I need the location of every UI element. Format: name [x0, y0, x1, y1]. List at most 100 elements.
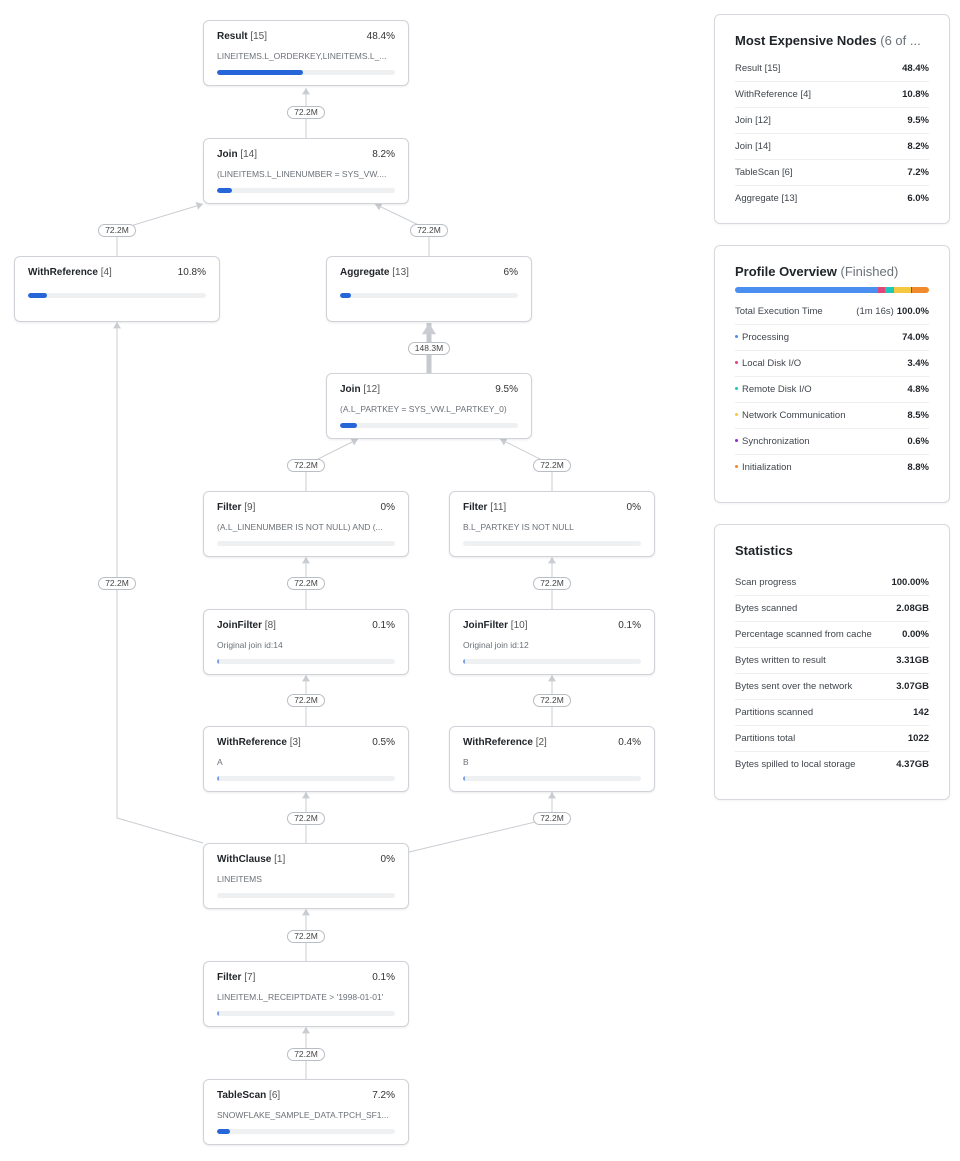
- operator-cost-bar: [340, 293, 518, 298]
- operator-id: [6]: [266, 1090, 281, 1101]
- operator-node-filter-11[interactable]: Filter [11]0%B.L_PARTKEY IS NOT NULL: [449, 491, 655, 557]
- operator-node-title: JoinFilter [10]: [463, 620, 527, 632]
- operator-name: Filter: [217, 502, 242, 513]
- legend-dot-icon: [735, 412, 738, 416]
- operator-detail: (A.L_PARTKEY = SYS_VW.L_PARTKEY_0): [340, 404, 507, 414]
- expensive-node-row-label: Aggregate [13]: [735, 193, 798, 204]
- edge-row-count: 72.2M: [287, 1048, 325, 1061]
- operator-node-title: Join [12]: [340, 384, 380, 396]
- operator-node-withreference-3[interactable]: WithReference [3]0.5%A: [203, 726, 409, 792]
- operator-node-withreference-2[interactable]: WithReference [2]0.4%B: [449, 726, 655, 792]
- expensive-node-row: Join [12]9.5%: [735, 108, 929, 134]
- operator-detail: Original join id:14: [217, 640, 283, 650]
- operator-detail: (LINEITEMS.L_LINENUMBER = SYS_VW....: [217, 169, 387, 179]
- operator-node-filter-9[interactable]: Filter [9] 0% (A.L_LINENUMBER IS NOT NULL)…: [203, 491, 409, 557]
- profile-item-row-label: Processing: [735, 332, 789, 344]
- time-segment: [735, 287, 879, 293]
- operator-name: WithReference: [217, 737, 287, 748]
- most-expensive-nodes-title: Most Expensive Nodes (6 of ...: [735, 33, 929, 48]
- operator-node-join-12[interactable]: Join [12] 9.5% (A.L_PARTKEY = SYS_VW.L_PAR…: [326, 373, 532, 439]
- operator-node-filter-7[interactable]: Filter [7]0.1%LINEITEM.L_RECEIPTDATE > '…: [203, 961, 409, 1027]
- operator-node-joinfilter-10[interactable]: JoinFilter [10]0.1%Original join id:12: [449, 609, 655, 675]
- operator-cost-bar-fill: [217, 1129, 230, 1134]
- edge-row-count: 72.2M: [533, 812, 571, 825]
- operator-percent: 0%: [380, 854, 395, 865]
- profile-status: (Finished): [840, 264, 899, 279]
- operator-percent: 9.5%: [495, 384, 518, 395]
- edge-arrowhead: [302, 909, 310, 916]
- statistic-row-label: Scan progress: [735, 577, 797, 588]
- operator-node-join-14[interactable]: Join [14]8.2%(LINEITEMS.L_LINENUMBER = S…: [203, 138, 409, 204]
- operator-detail: LINEITEM.L_RECEIPTDATE > '1998-01-01': [217, 992, 384, 1002]
- legend-dot-icon: [735, 360, 738, 364]
- legend-dot-icon: [735, 386, 738, 390]
- operator-node-withreference-4[interactable]: WithReference [4]10.8%: [14, 256, 220, 322]
- edge-row-count: 72.2M: [533, 577, 571, 590]
- operator-node-aggregate-13[interactable]: Aggregate [13]6%: [326, 256, 532, 322]
- operator-cost-bar: [217, 541, 395, 546]
- operator-cost-bar: [217, 893, 395, 898]
- operator-cost-bar: [463, 541, 641, 546]
- operator-detail: SNOWFLAKE_SAMPLE_DATA.TPCH_SF1...: [217, 1110, 389, 1120]
- expensive-node-row: Join [14]8.2%: [735, 134, 929, 160]
- operator-node-title: Filter [11]: [463, 502, 506, 514]
- time-segment: [911, 287, 929, 293]
- operator-name: JoinFilter: [463, 620, 509, 631]
- operator-node-title: JoinFilter [8]: [217, 620, 276, 632]
- operator-cost-bar-fill: [340, 293, 351, 298]
- operator-node-withclause-1[interactable]: WithClause [1]0%LINEITEMS: [203, 843, 409, 909]
- operator-detail: (A.L_LINENUMBER IS NOT NULL) AND (...: [217, 522, 383, 532]
- operator-id: [7]: [241, 972, 256, 983]
- operator-node-title: Join [14]: [217, 149, 257, 161]
- edge-arrowhead: [548, 557, 556, 564]
- profile-item-row-label: Remote Disk I/O: [735, 384, 812, 396]
- expensive-node-row-value: 10.8%: [902, 89, 929, 100]
- edge-n1-to-n2: [408, 792, 553, 853]
- operator-node-tablescan-6[interactable]: TableScan [6]7.2%SNOWFLAKE_SAMPLE_DATA.T…: [203, 1079, 409, 1145]
- statistics-title: Statistics: [735, 543, 793, 558]
- most-expensive-nodes-panel: Most Expensive Nodes (6 of ... Result [1…: [714, 14, 950, 224]
- edge-arrowhead: [350, 438, 358, 446]
- edge-row-count: 72.2M: [287, 694, 325, 707]
- statistic-row-label: Bytes written to result: [735, 655, 826, 666]
- operator-percent: 0.1%: [372, 972, 395, 983]
- expensive-node-row-value: 6.0%: [907, 193, 929, 204]
- operator-node-joinfilter-8[interactable]: JoinFilter [8]0.1%Original join id:14: [203, 609, 409, 675]
- time-segment: [885, 287, 895, 293]
- profile-overview-title: Profile Overview (Finished): [735, 264, 929, 279]
- legend-dot-icon: [735, 464, 738, 468]
- expensive-node-row-label: Join [14]: [735, 141, 771, 152]
- operator-id: [13]: [389, 267, 409, 278]
- operator-node-result-15[interactable]: Result [15]48.4%LINEITEMS.L_ORDERKEY,LIN…: [203, 20, 409, 86]
- most-expensive-list: Result [15]48.4%WithReference [4]10.8%Jo…: [735, 56, 929, 211]
- operator-cost-bar-fill: [340, 423, 357, 428]
- operator-percent: 0%: [380, 502, 395, 513]
- operator-name: Aggregate: [340, 267, 390, 278]
- operator-id: [14]: [237, 149, 258, 160]
- operator-name: Join: [340, 384, 361, 395]
- operator-cost-bar: [217, 70, 395, 75]
- operator-name: WithClause: [217, 854, 272, 865]
- total-execution-percent: 100.0%: [896, 306, 929, 317]
- statistic-row-value: 0.00%: [902, 629, 929, 640]
- operator-node-title: WithClause [1]: [217, 854, 285, 866]
- edge-arrowhead: [422, 323, 436, 335]
- operator-id: [9]: [241, 502, 256, 513]
- edge-row-count: 72.2M: [98, 224, 136, 237]
- profile-item-row-label: Local Disk I/O: [735, 358, 801, 370]
- operator-name: Join: [217, 149, 238, 160]
- operator-cost-bar: [340, 423, 518, 428]
- expensive-node-row-value: 48.4%: [902, 63, 929, 74]
- edge-arrowhead: [302, 792, 310, 799]
- expensive-node-row: Aggregate [13] 6.0%: [735, 186, 929, 211]
- edge-row-count: 72.2M: [287, 459, 325, 472]
- statistic-row-value: 3.07GB: [896, 681, 929, 692]
- statistic-row-label: Bytes scanned: [735, 603, 798, 614]
